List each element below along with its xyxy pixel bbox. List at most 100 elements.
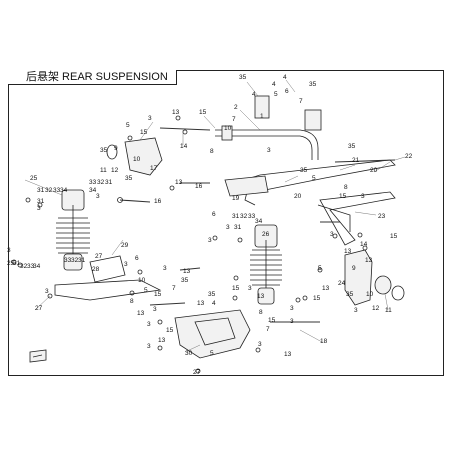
callout-3: 3	[258, 341, 262, 348]
callout-30: 30	[185, 350, 193, 357]
callout-5: 5	[312, 175, 316, 182]
callout-5: 5	[318, 265, 322, 272]
callout-33: 33	[64, 257, 72, 264]
callout-3: 3	[361, 193, 365, 200]
callout-3: 3	[153, 306, 157, 313]
callout-15: 15	[154, 291, 162, 298]
callout-13: 13	[172, 109, 180, 116]
callout-3: 3	[163, 265, 167, 272]
callout-3: 3	[124, 261, 128, 268]
callout-20: 20	[370, 167, 378, 174]
callout-3: 3	[330, 231, 334, 238]
left-shock-absorber	[56, 189, 90, 271]
callout-5: 5	[210, 350, 214, 357]
callout-7: 7	[299, 98, 303, 105]
callout-27: 27	[95, 253, 103, 260]
callout-5: 5	[144, 287, 148, 294]
callout-10: 10	[138, 277, 146, 284]
callout-3: 3	[208, 237, 212, 244]
callout-13: 13	[175, 179, 183, 186]
callout-15: 15	[313, 295, 321, 302]
callout-24: 24	[338, 280, 346, 287]
page-title: 后悬架 REAR SUSPENSION	[8, 70, 177, 85]
callout-11: 11	[100, 167, 107, 174]
left-knuckle	[106, 137, 163, 176]
callout-15: 15	[166, 327, 174, 334]
callout-10: 10	[366, 291, 374, 298]
callout-3: 3	[96, 193, 100, 200]
callout-35: 35	[348, 143, 356, 150]
callout-35: 35	[309, 81, 317, 88]
callout-6: 6	[285, 88, 289, 95]
callout-27: 27	[35, 305, 43, 312]
callout-31: 31	[13, 260, 21, 267]
callout-13: 13	[158, 337, 166, 344]
callout-3: 3	[45, 288, 49, 295]
callout-20: 20	[294, 193, 302, 200]
callout-32: 32	[45, 187, 53, 194]
callout-34: 34	[33, 263, 41, 270]
callout-15: 15	[140, 129, 148, 136]
callout-15: 15	[390, 233, 398, 240]
callout-13: 13	[344, 248, 352, 255]
callout-10: 10	[224, 125, 232, 132]
callout-13: 13	[365, 257, 373, 264]
lower-right-a-arm	[317, 191, 396, 246]
callout-8: 8	[130, 298, 134, 305]
right-knuckle	[344, 249, 405, 306]
callout-13: 13	[284, 351, 292, 358]
callout-17: 17	[150, 165, 158, 172]
callout-3: 3	[290, 305, 294, 312]
callout-31: 31	[105, 179, 113, 186]
center-bracket	[224, 175, 269, 197]
callout-6: 6	[212, 211, 216, 218]
callout-15: 15	[339, 193, 347, 200]
callout-16: 16	[154, 198, 162, 205]
callout-8: 8	[344, 184, 348, 191]
bolts	[119, 127, 396, 323]
callout-33: 33	[89, 179, 97, 186]
callout-7: 7	[266, 326, 270, 333]
callout-28: 28	[92, 266, 100, 273]
callout-32: 32	[97, 179, 105, 186]
callout-33: 33	[248, 213, 256, 220]
stabilizer-bar	[215, 95, 322, 160]
callout-26: 26	[262, 231, 270, 238]
callout-10: 10	[133, 156, 141, 163]
callout-9: 9	[114, 145, 118, 152]
callout-15: 15	[232, 285, 240, 292]
callout-25: 25	[7, 260, 15, 267]
callout-2: 2	[234, 104, 238, 111]
callout-35: 35	[346, 291, 354, 298]
callout-34: 34	[255, 218, 263, 225]
callout-13: 13	[183, 268, 191, 275]
callout-5: 5	[126, 122, 130, 129]
callout-3: 3	[354, 307, 358, 314]
callout-22: 22	[405, 153, 413, 160]
callout-8: 8	[259, 309, 263, 316]
callout-3: 3	[226, 224, 230, 231]
callout-35: 35	[239, 74, 247, 81]
callout-4: 4	[252, 91, 256, 98]
callout-31: 31	[37, 198, 45, 205]
callout-3: 3	[147, 343, 151, 350]
callout-13: 13	[197, 300, 205, 307]
lower-cross-member	[174, 309, 251, 359]
callout-18: 18	[320, 338, 328, 345]
callout-34: 34	[60, 187, 68, 194]
washers	[11, 115, 368, 374]
callout-33: 33	[53, 187, 61, 194]
callout-4: 4	[283, 74, 287, 81]
callout-labels: 35 4 4 5 4 35 6 7 2 7 1 15 13 3 5 15 14 …	[7, 74, 413, 376]
callout-7: 7	[172, 285, 176, 292]
callout-32: 32	[71, 257, 79, 264]
callout-27: 27	[193, 369, 201, 376]
callout-13: 13	[322, 285, 330, 292]
callout-4: 4	[212, 300, 216, 307]
callout-12: 12	[111, 167, 119, 174]
callout-34: 34	[89, 187, 97, 194]
callout-31: 31	[78, 257, 86, 264]
callout-35: 35	[100, 147, 108, 154]
callout-35: 35	[208, 291, 216, 298]
